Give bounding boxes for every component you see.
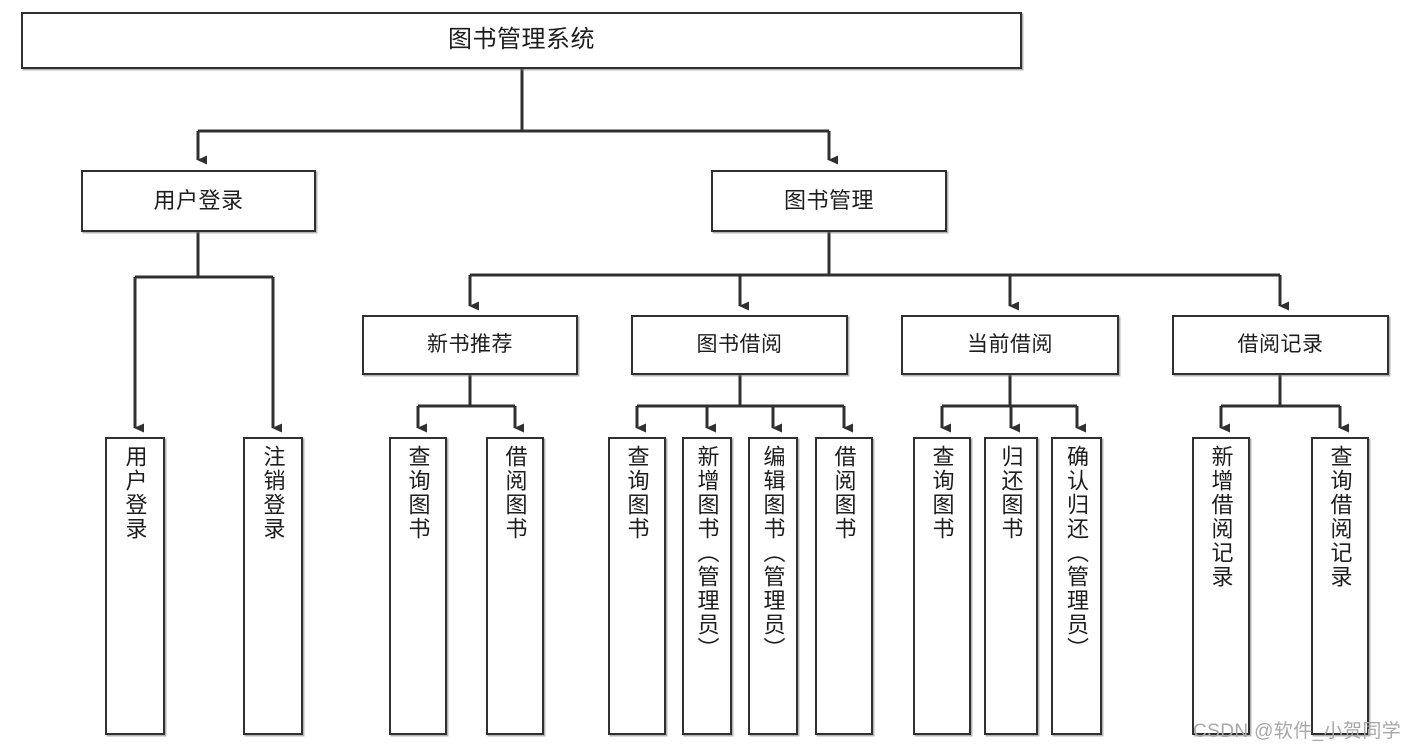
node-label: 新增图书（管理员） [694, 445, 720, 661]
leaf-node-user-login[interactable]: 用户登录 [105, 437, 165, 735]
node-label: 查询图书 [624, 445, 650, 541]
node-label: 图书管理系统 [448, 26, 595, 54]
node-label: 确认归还（管理员） [1064, 445, 1090, 661]
node-label: 查询借阅记录 [1327, 445, 1353, 589]
node-label: 编辑图书（管理员） [760, 445, 786, 661]
leaf-node-query-books-current[interactable]: 查询图书 [913, 437, 971, 735]
node-label: 借阅图书 [502, 445, 528, 541]
leaf-node-edit-book-admin[interactable]: 编辑图书（管理员） [748, 437, 798, 735]
node-book-management-system[interactable]: 图书管理系统 [21, 12, 1022, 69]
node-label: 借阅记录 [1237, 332, 1324, 356]
node-new-book-recommendation[interactable]: 新书推荐 [362, 315, 578, 375]
node-label: 用户登录 [122, 445, 148, 541]
leaf-node-borrow-books-new[interactable]: 借阅图书 [486, 437, 544, 735]
node-current-borrowing[interactable]: 当前借阅 [901, 315, 1119, 375]
node-label: 图书借阅 [696, 332, 783, 356]
leaf-node-query-books-new[interactable]: 查询图书 [389, 437, 447, 735]
node-label: 新书推荐 [427, 332, 513, 356]
node-user-login[interactable]: 用户登录 [81, 170, 316, 232]
node-label: 查询图书 [929, 445, 955, 541]
node-borrowing-records[interactable]: 借阅记录 [1172, 315, 1389, 375]
node-label: 用户登录 [153, 188, 244, 214]
leaf-node-logout[interactable]: 注销登录 [243, 437, 303, 735]
node-label: 当前借阅 [967, 332, 1053, 356]
node-label: 查询图书 [405, 445, 431, 541]
leaf-node-add-book-admin[interactable]: 新增图书（管理员） [682, 437, 732, 735]
node-label: 新增借阅记录 [1208, 445, 1234, 589]
leaf-node-confirm-return-admin[interactable]: 确认归还（管理员） [1051, 437, 1102, 735]
leaf-node-query-borrow-record[interactable]: 查询借阅记录 [1311, 437, 1369, 735]
leaf-node-return-books[interactable]: 归还图书 [984, 437, 1038, 735]
node-label: 图书管理 [783, 188, 874, 214]
node-label: 归还图书 [998, 445, 1024, 541]
node-book-borrowing[interactable]: 图书借阅 [631, 315, 848, 375]
leaf-node-add-borrow-record[interactable]: 新增借阅记录 [1192, 437, 1250, 735]
node-label: 借阅图书 [831, 445, 857, 541]
leaf-node-borrow-books[interactable]: 借阅图书 [815, 437, 873, 735]
node-book-management[interactable]: 图书管理 [711, 170, 947, 232]
node-label: 注销登录 [260, 445, 286, 541]
leaf-node-query-books-borrow[interactable]: 查询图书 [608, 437, 666, 735]
